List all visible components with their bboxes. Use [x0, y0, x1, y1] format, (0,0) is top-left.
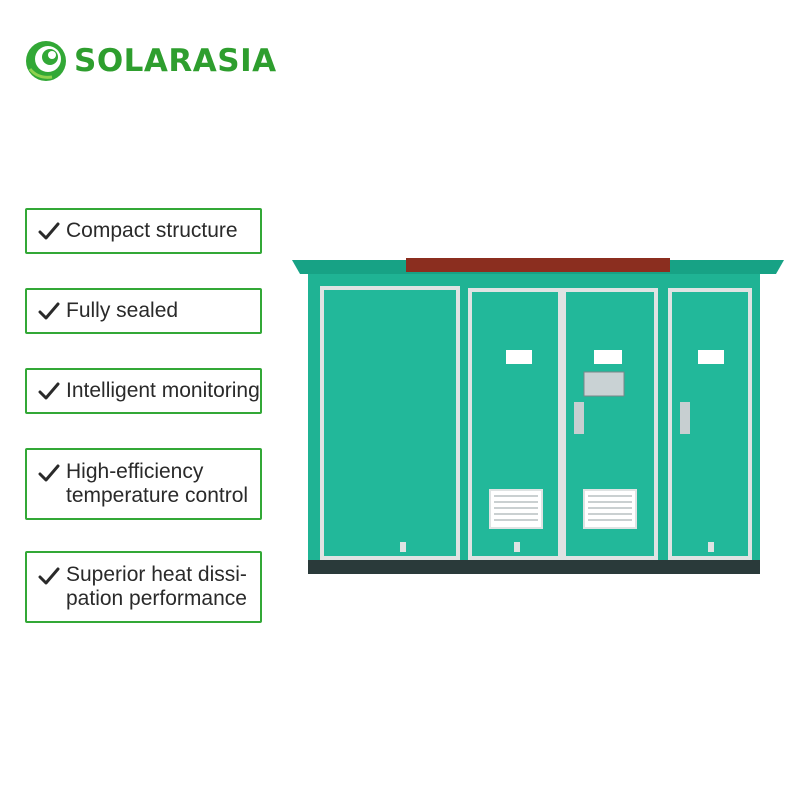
feature-intelligent-monitoring: Intelligent monitoring [25, 368, 262, 414]
feature-heat-dissipation: Superior heat dissi- pation performance [25, 551, 262, 623]
logo-swirl-icon [26, 41, 66, 81]
roof-accent-strip [406, 258, 670, 272]
feature-label: Intelligent monitoring [66, 379, 260, 402]
door-latch [708, 542, 714, 552]
door-handle [680, 402, 690, 434]
feature-label: Compact structure [66, 219, 238, 242]
substation-cabinet-image [292, 258, 784, 574]
door-handle [574, 402, 584, 434]
nameplate [583, 371, 625, 397]
feature-fully-sealed: Fully sealed [25, 288, 262, 334]
brand-name: SOLARASIA [74, 43, 277, 79]
door-latch [514, 542, 520, 552]
check-icon [38, 567, 60, 585]
feature-label: High-efficiency temperature control [66, 460, 249, 507]
door-4-sign [698, 350, 724, 364]
check-icon [38, 382, 60, 400]
feature-label: Fully sealed [66, 299, 179, 322]
door-3-sign [594, 350, 622, 364]
check-icon [38, 222, 60, 240]
cabinet-base [308, 560, 760, 574]
check-icon [38, 464, 60, 482]
door-latch [400, 542, 406, 552]
brand-logo: SOLARASIA [24, 38, 277, 84]
feature-label: Superior heat dissi- pation performance [66, 563, 247, 610]
feature-compact-structure: Compact structure [25, 208, 262, 254]
check-icon [38, 302, 60, 320]
feature-temperature-control: High-efficiency temperature control [25, 448, 262, 520]
door-1 [320, 286, 460, 560]
door-2-sign [506, 350, 532, 364]
